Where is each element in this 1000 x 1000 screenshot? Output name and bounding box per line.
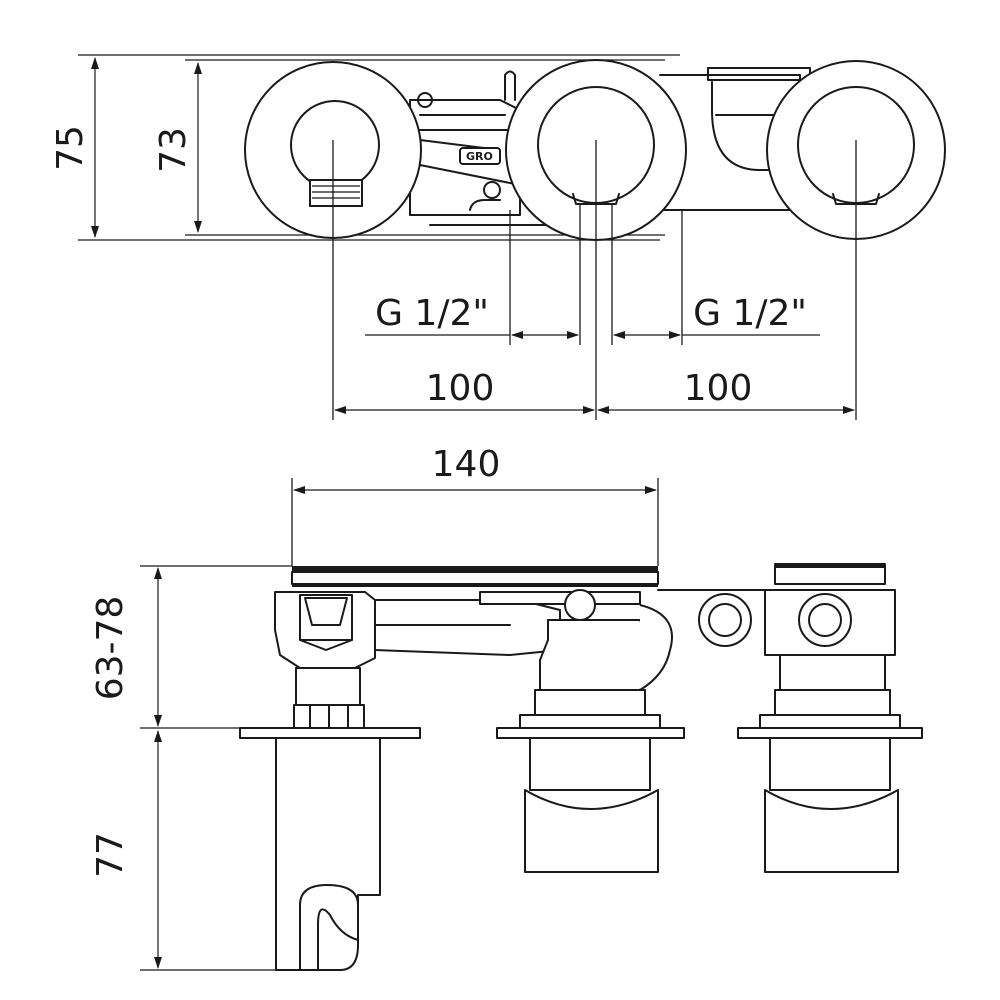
spacing-right: 100: [684, 368, 753, 409]
spacing-left: 100: [426, 368, 495, 409]
dim-width: 140: [432, 444, 501, 485]
dim-height-inner: 73: [153, 127, 194, 173]
shower-holder: [239, 727, 421, 971]
brand-mark: GRO: [466, 150, 493, 163]
top-view: GRO: [50, 54, 946, 420]
shower-outlet-thread: [309, 179, 363, 207]
thread-left: G 1/2": [375, 293, 489, 334]
valve-middle: [496, 589, 685, 873]
dim-holder-height: 77: [90, 832, 131, 878]
front-view: 140: [90, 444, 923, 971]
thread-right: G 1/2": [693, 293, 807, 334]
dim-depth-range: 63-78: [90, 596, 131, 701]
valve-right: [737, 563, 923, 873]
cover-plate: [291, 566, 791, 591]
shower-outlet-body: [274, 591, 376, 729]
dim-height-overall: 75: [50, 125, 91, 171]
